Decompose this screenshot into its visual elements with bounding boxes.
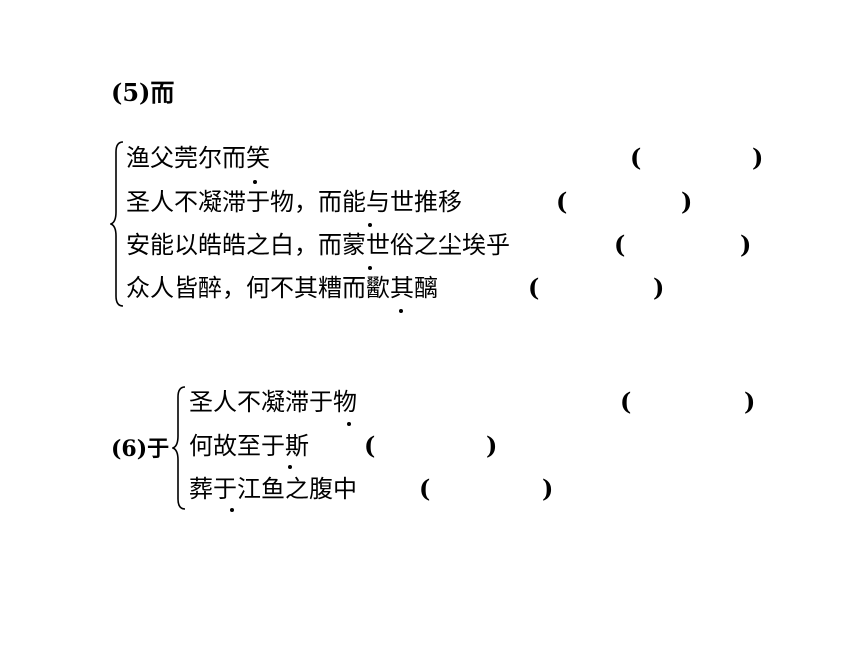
section-5-item-4: 众人皆醉，何不其糟而歠其醨 — [126, 274, 438, 302]
emphasis-dot — [347, 422, 351, 426]
section-6-label: (6)于 — [111, 436, 170, 462]
section-5-item-4-open-paren: ( — [528, 273, 540, 302]
section-5-item-2: 圣人不凝滞于物，而能与世推移 — [126, 188, 462, 216]
section-5-item-3-open-paren: ( — [614, 230, 626, 259]
section-5-item-4-close-paren: ) — [653, 273, 665, 302]
section-5-item-1-open-paren: ( — [630, 143, 642, 172]
emphasis-dot — [230, 508, 234, 512]
section-6-item-3: 葬于江鱼之腹中 — [189, 475, 357, 503]
emphasis-dot — [288, 465, 292, 469]
section-6-item-3-open-paren: ( — [419, 474, 431, 503]
emphasis-dot — [253, 180, 257, 184]
section-5-item-2-close-paren: ) — [681, 187, 693, 216]
section-5-label: (5)而 — [111, 78, 175, 107]
section-6-item-2-close-paren: ) — [486, 431, 498, 460]
section-5-item-2-open-paren: ( — [556, 187, 568, 216]
section-5-item-3-close-paren: ) — [740, 230, 752, 259]
section-6-brace — [172, 386, 186, 510]
section-5-item-3: 安能以皓皓之白，而蒙世俗之尘埃乎 — [126, 231, 510, 259]
section-5-item-1-close-paren: ) — [752, 143, 764, 172]
section-6-item-2-open-paren: ( — [364, 431, 376, 460]
section-6-item-2: 何故至于斯 — [189, 432, 309, 460]
emphasis-dot — [399, 309, 403, 313]
section-5-item-1: 渔父莞尔而笑 — [126, 144, 270, 172]
section-6-item-3-close-paren: ) — [542, 474, 554, 503]
section-5-brace — [110, 141, 124, 307]
section-6-item-1-close-paren: ) — [744, 387, 756, 416]
section-6-item-1: 圣人不凝滞于物 — [189, 388, 357, 416]
section-6-item-1-open-paren: ( — [620, 387, 632, 416]
emphasis-dot — [368, 266, 372, 270]
emphasis-dot — [368, 223, 372, 227]
